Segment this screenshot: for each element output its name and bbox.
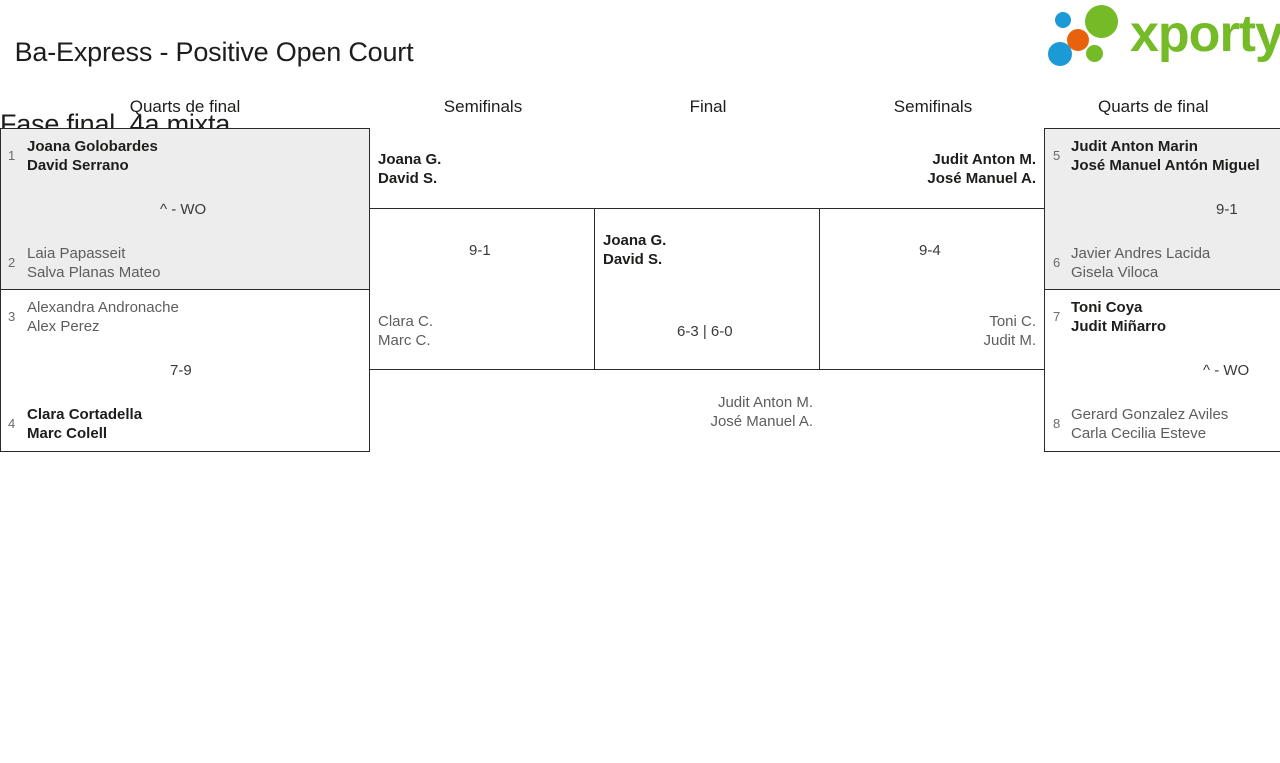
seed-number: 6 xyxy=(1053,255,1061,270)
player-name: José Manuel A. xyxy=(710,413,813,430)
player-name: José Manuel Antón Miguel xyxy=(1071,157,1260,174)
player-name: Gerard Gonzalez Aviles xyxy=(1071,406,1229,423)
player-name: Joana Golobardes xyxy=(27,138,158,155)
logo-dot-green-small-icon xyxy=(1086,45,1103,62)
match-box-semifinal-left[interactable] xyxy=(369,208,595,370)
player-name: Toni C. xyxy=(989,313,1036,330)
player-name: José Manuel A. xyxy=(927,170,1036,187)
team-quarterfinal-4-bottom: Gerard Gonzalez Aviles Carla Cecilia Est… xyxy=(1071,405,1228,443)
team-quarterfinal-1-bottom: Laia Papasseit Salva Planas Mateo xyxy=(27,244,160,282)
match-box-final[interactable] xyxy=(594,208,820,370)
player-name: Judit Anton M. xyxy=(717,394,813,411)
player-name: Gisela Viloca xyxy=(1071,264,1159,281)
player-name: Alex Perez xyxy=(27,318,100,335)
match-box-quarterfinal-1[interactable] xyxy=(0,128,370,290)
seed-number: 2 xyxy=(8,255,16,270)
logo-wordmark: xporty xyxy=(1130,5,1280,63)
team-semifinal-left-top: Joana G. David S. xyxy=(378,150,441,188)
player-name: Toni Coya xyxy=(1071,299,1143,316)
seed-number: 5 xyxy=(1053,148,1061,163)
logo-dot-orange-icon xyxy=(1067,29,1089,51)
logo-dot-blue-large-icon xyxy=(1048,42,1072,66)
round-header-semifinals-right: Semifinals xyxy=(893,97,973,116)
player-name: Judit Anton M. xyxy=(932,151,1036,168)
match-box-quarterfinal-3[interactable] xyxy=(1044,128,1280,290)
score-final: 6-3 | 6-0 xyxy=(677,323,733,340)
player-name: Joana G. xyxy=(603,232,667,249)
round-header-final: Final xyxy=(689,97,727,116)
team-semifinal-left-bottom: Clara C. Marc C. xyxy=(378,312,433,350)
seed-number: 8 xyxy=(1053,416,1061,431)
score-quarterfinal-2: 7-9 xyxy=(170,362,192,379)
player-name: Javier Andres Lacida xyxy=(1071,245,1211,262)
score-quarterfinal-4: ^ - WO xyxy=(1203,362,1250,379)
player-name: David S. xyxy=(378,170,438,187)
team-semifinal-right-bottom: Toni C. Judit M. xyxy=(826,312,1036,350)
team-quarterfinal-3-bottom: Javier Andres Lacida Gisela Viloca xyxy=(1071,244,1210,282)
xporty-logo[interactable]: xporty xyxy=(1046,4,1280,68)
player-name: Salva Planas Mateo xyxy=(27,264,161,281)
score-semifinal-left: 9-1 xyxy=(469,242,491,259)
page-title: Ba-Express - Positive Open Court Fase fi… xyxy=(0,0,414,178)
seed-number: 4 xyxy=(8,416,16,431)
seed-number: 7 xyxy=(1053,309,1061,324)
player-name: Judit Anton Marin xyxy=(1071,138,1198,155)
player-name: Marc C. xyxy=(378,332,431,349)
player-name: Carla Cecilia Esteve xyxy=(1071,425,1207,442)
player-name: Joana G. xyxy=(378,151,442,168)
round-header-quarterfinals-left: Quarts de final xyxy=(129,97,241,116)
team-quarterfinal-4-top: Toni Coya Judit Miñarro xyxy=(1071,298,1166,336)
player-name: David S. xyxy=(603,251,663,268)
player-name: Judit M. xyxy=(983,332,1036,349)
player-name: Judit Miñarro xyxy=(1071,318,1167,335)
team-final-top: Joana G. David S. xyxy=(603,231,666,269)
logo-dot-blue-small-icon xyxy=(1055,12,1071,28)
title-line-1: Ba-Express - Positive Open Court xyxy=(14,37,414,67)
team-quarterfinal-2-bottom: Clara Cortadella Marc Colell xyxy=(27,405,142,443)
score-quarterfinal-3: 9-1 xyxy=(1216,201,1238,218)
player-name: Laia Papasseit xyxy=(27,245,126,262)
match-box-quarterfinal-2[interactable] xyxy=(0,289,370,452)
match-box-semifinal-right[interactable] xyxy=(819,208,1045,370)
seed-number: 1 xyxy=(8,148,16,163)
seed-number: 3 xyxy=(8,309,16,324)
score-semifinal-right: 9-4 xyxy=(919,242,941,259)
player-name: Clara C. xyxy=(378,313,434,330)
round-header-semifinals-left: Semifinals xyxy=(443,97,523,116)
team-quarterfinal-3-top: Judit Anton Marin José Manuel Antón Migu… xyxy=(1071,137,1260,175)
logo-dot-green-large-icon xyxy=(1085,5,1118,38)
match-box-quarterfinal-4[interactable] xyxy=(1044,289,1280,452)
round-header-quarterfinals-right: Quarts de final xyxy=(1098,97,1209,116)
team-final-bottom: Judit Anton M. José Manuel A. xyxy=(601,393,813,431)
team-quarterfinal-2-top: Alexandra Andronache Alex Perez xyxy=(27,298,179,336)
team-quarterfinal-1-top: Joana Golobardes David Serrano xyxy=(27,137,158,175)
player-name: Alexandra Andronache xyxy=(27,299,179,316)
player-name: Marc Colell xyxy=(27,425,108,442)
player-name: Clara Cortadella xyxy=(27,406,143,423)
score-quarterfinal-1: ^ - WO xyxy=(160,201,207,218)
team-semifinal-right-top: Judit Anton M. José Manuel A. xyxy=(826,150,1036,188)
player-name: David Serrano xyxy=(27,157,129,174)
